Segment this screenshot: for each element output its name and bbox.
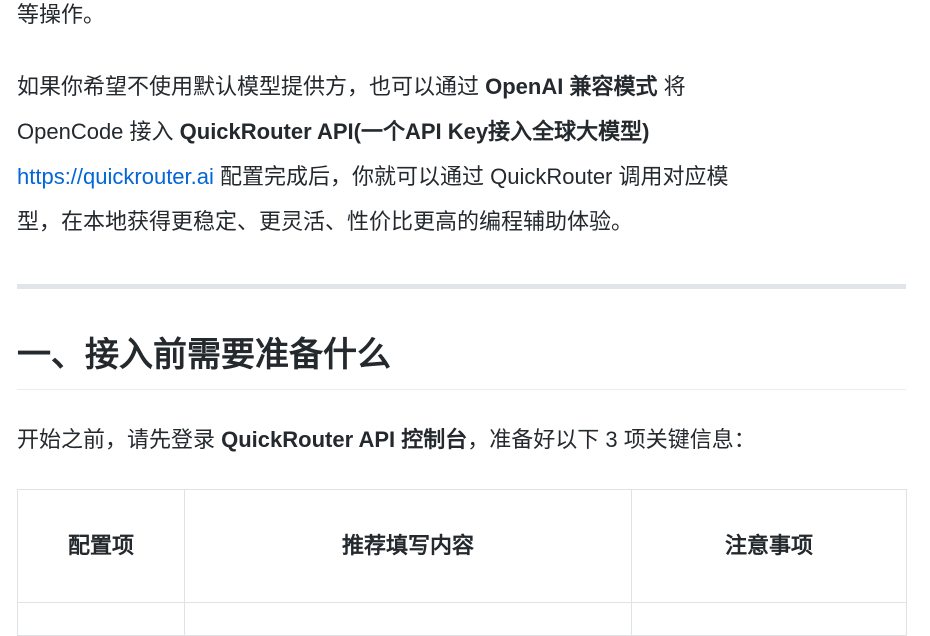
table-row (17, 602, 907, 636)
text: ，准备好以下 3 项关键信息： (467, 427, 756, 452)
paragraph-line: https://quickrouter.ai 配置完成后，你就可以通过 Quic… (17, 162, 729, 192)
text: OpenCode 接入 (17, 119, 180, 144)
quickrouter-link[interactable]: https://quickrouter.ai (17, 164, 214, 189)
paragraph-line: 如果你希望不使用默认模型提供方，也可以通过 OpenAI 兼容模式 将 (17, 72, 686, 102)
header-notes: 注意事项 (631, 489, 907, 603)
header-recommended-value: 推荐填写内容 (184, 489, 632, 603)
paragraph-line: OpenCode 接入 QuickRouter API(一个API Key接入全… (17, 117, 649, 147)
text: 配置完成后，你就可以通过 QuickRouter 调用对应模 (213, 164, 729, 189)
text: 将 (657, 74, 686, 99)
table-cell (631, 602, 907, 636)
table-cell (184, 602, 632, 636)
bold-text: QuickRouter API 控制台 (221, 427, 468, 452)
paragraph-line: 型，在本地获得更稳定、更灵活、性价比更高的编程辅助体验。 (17, 209, 634, 234)
config-table: 配置项 推荐填写内容 注意事项 (17, 489, 907, 636)
text: 开始之前，请先登录 (17, 427, 222, 452)
table-cell (17, 602, 185, 636)
horizontal-rule (17, 284, 906, 289)
paragraph-line: 开始之前，请先登录 QuickRouter API 控制台，准备好以下 3 项关… (17, 425, 756, 455)
bold-text: OpenAI 兼容模式 (485, 74, 658, 99)
header-config-item: 配置项 (17, 489, 185, 603)
text: 如果你希望不使用默认模型提供方，也可以通过 (17, 74, 486, 99)
table-header-row: 配置项 推荐填写内容 注意事项 (17, 489, 907, 603)
section-heading: 一、接入前需要准备什么 (17, 336, 391, 374)
bold-text: QuickRouter API(一个API Key接入全球大模型) (179, 119, 650, 144)
intro-tail: 等操作。 (17, 2, 106, 27)
heading-underline (17, 389, 906, 390)
